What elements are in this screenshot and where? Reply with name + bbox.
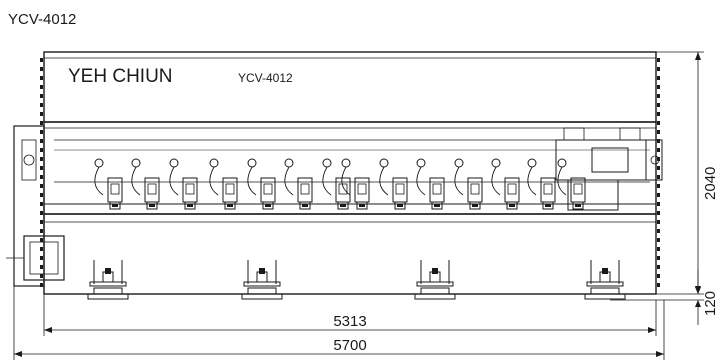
spindle-head (341, 158, 370, 210)
rivet (657, 256, 660, 260)
spindle-head (209, 158, 238, 210)
rivet (657, 202, 660, 206)
rivet (657, 58, 660, 62)
rivet (657, 85, 660, 89)
rivet (40, 229, 43, 233)
leveling-foot (87, 260, 129, 300)
rivet (40, 184, 43, 188)
rivet (40, 148, 43, 152)
height-dimension: 2040 (656, 51, 719, 295)
inner-width-value: 5313 (333, 313, 366, 330)
rivet (40, 130, 43, 134)
rivet (657, 211, 660, 215)
drawing-title: YCV-4012 (8, 11, 76, 28)
leveling-feet (87, 260, 626, 300)
rivet (40, 175, 43, 179)
rivet (40, 274, 43, 278)
inner-width-dimension: 5313 (43, 294, 657, 336)
spindle-head (527, 158, 556, 210)
overall-width-value: 5700 (333, 337, 366, 354)
rivet (40, 193, 43, 197)
rivet (40, 211, 43, 215)
rivet (657, 94, 660, 98)
rivet (40, 76, 43, 80)
spindle-head (491, 158, 520, 210)
rivet (657, 148, 660, 152)
rivet (657, 76, 660, 80)
rivet (40, 238, 43, 242)
rivet (657, 283, 660, 287)
rivet (657, 193, 660, 197)
spindle-head (169, 158, 198, 210)
rivet (40, 85, 43, 89)
height-value: 2040 (702, 167, 719, 200)
spindle-head (322, 158, 351, 210)
rivet (40, 265, 43, 269)
rivet (40, 112, 43, 116)
rivet (657, 238, 660, 242)
rivet (657, 247, 660, 251)
spindle-head (416, 158, 445, 210)
foot-height-dimension: 120 (610, 270, 719, 325)
leveling-foot (584, 260, 626, 300)
rivet (40, 283, 43, 287)
leveling-foot (241, 260, 283, 300)
rivet (40, 220, 43, 224)
rivet (657, 121, 660, 125)
rivet (657, 139, 660, 143)
frame-rivets (40, 58, 660, 287)
rivet (40, 58, 43, 62)
rivet (657, 265, 660, 269)
rivet (657, 103, 660, 107)
rivet (657, 67, 660, 71)
model-label: YCV-4012 (238, 71, 293, 85)
rivet (657, 175, 660, 179)
rivet (40, 139, 43, 143)
spindle-head (131, 158, 160, 210)
rivet (40, 103, 43, 107)
spindle-head (454, 158, 483, 210)
spindle-head (284, 158, 313, 210)
tool-heads (94, 158, 586, 210)
rivet (657, 184, 660, 188)
rivet (40, 256, 43, 260)
rivet (657, 157, 660, 161)
leveling-foot (414, 260, 456, 300)
overall-width-dimension: 5700 (13, 286, 665, 360)
spindle-head (247, 158, 276, 210)
rivet (40, 157, 43, 161)
rivet (40, 166, 43, 170)
rivet (40, 202, 43, 206)
machine-body (6, 51, 663, 295)
rivet (657, 130, 660, 134)
rivet (40, 247, 43, 251)
rivet (657, 166, 660, 170)
rivet (657, 229, 660, 233)
spindle-head (557, 158, 586, 210)
rivet (40, 121, 43, 125)
spindle-head (94, 158, 123, 210)
rivet (40, 67, 43, 71)
brand-label: YEH CHIUN (68, 66, 173, 87)
rivet (657, 112, 660, 116)
rivet (657, 274, 660, 278)
spindle-head (379, 158, 408, 210)
rivet (657, 220, 660, 224)
foot-height-value: 120 (702, 291, 719, 316)
rivet (40, 94, 43, 98)
